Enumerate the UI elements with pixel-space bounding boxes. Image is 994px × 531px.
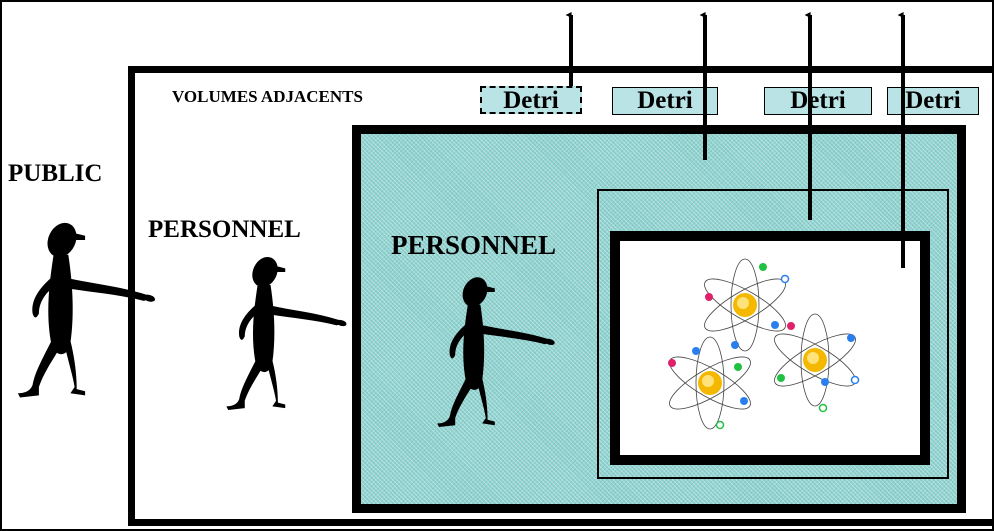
detri-box: Detri (480, 86, 582, 114)
detri-box: Detri (612, 87, 718, 115)
atom-icon (774, 313, 860, 413)
inner-zone (597, 189, 949, 479)
detri-box: Detri (764, 87, 872, 115)
adjacent-volumes-label: VOLUMES ADJACENTS (172, 87, 363, 106)
personnel-label: PERSONNEL (148, 216, 301, 243)
atom-icon (668, 336, 751, 430)
person-pointing-icon (226, 252, 347, 410)
atom-icon (704, 258, 790, 352)
public-label: PUBLIC (8, 160, 103, 187)
person-pointing-icon (437, 273, 555, 427)
personnel-controlled-label: PERSONNEL (391, 230, 557, 260)
person-pointing-icon (17, 218, 155, 398)
core-zone (610, 231, 930, 465)
